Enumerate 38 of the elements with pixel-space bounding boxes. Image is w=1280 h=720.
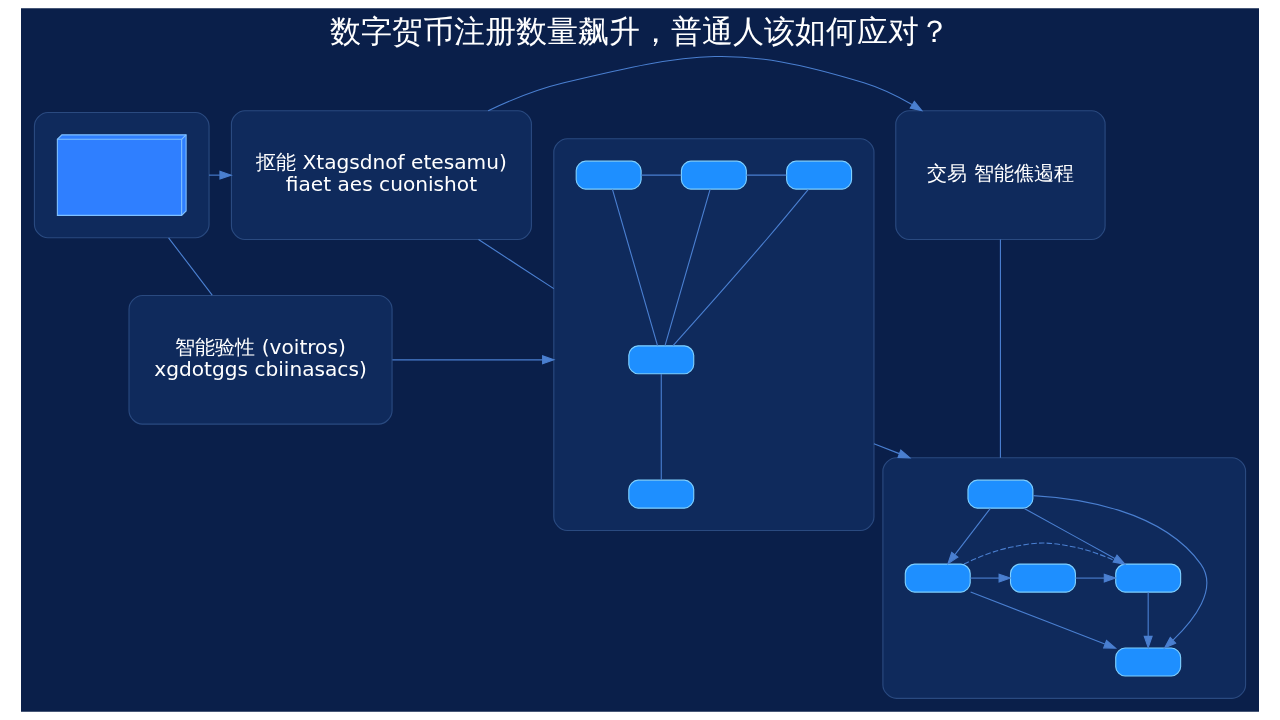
connector xyxy=(168,237,213,296)
connector xyxy=(660,373,662,481)
arrow xyxy=(873,443,912,459)
node-box xyxy=(904,563,971,593)
arrow xyxy=(1023,507,1127,565)
diagram-title: 数字贺币注册数量飙升，普通人该如何应对？ xyxy=(330,13,950,50)
connector xyxy=(672,188,809,347)
connector xyxy=(963,542,1123,565)
connector xyxy=(664,188,711,347)
arrow xyxy=(970,591,1118,649)
node-box xyxy=(680,160,747,190)
node-box: 交易 智能僬遏程 xyxy=(895,110,1106,241)
arrow xyxy=(208,170,233,180)
node-box: 抠能 Xtagsdnof etesamu) fiaet aes cuonishot xyxy=(230,110,532,241)
arrow xyxy=(946,507,991,565)
arrow xyxy=(487,55,924,112)
connector xyxy=(477,239,555,290)
arrow xyxy=(1074,573,1118,583)
node-box xyxy=(628,479,695,509)
connector xyxy=(611,188,659,347)
arrow xyxy=(969,573,1012,583)
connector xyxy=(640,174,682,176)
node-box xyxy=(967,479,1034,509)
cluster xyxy=(882,457,1247,699)
node-box xyxy=(1009,563,1076,593)
node-box xyxy=(628,345,695,375)
connector xyxy=(999,239,1001,459)
node-box xyxy=(1115,647,1182,677)
node-box xyxy=(786,160,853,190)
connector xyxy=(745,174,787,176)
node-box xyxy=(575,160,642,190)
arrow xyxy=(391,355,556,365)
node-box xyxy=(1115,563,1182,593)
arrow xyxy=(1032,495,1208,649)
arrow xyxy=(1143,591,1153,650)
cluster xyxy=(33,111,210,239)
cluster xyxy=(553,138,875,532)
node-box: 智能验性 (voitros) xgdotggs cbiinasacs) xyxy=(128,294,393,425)
